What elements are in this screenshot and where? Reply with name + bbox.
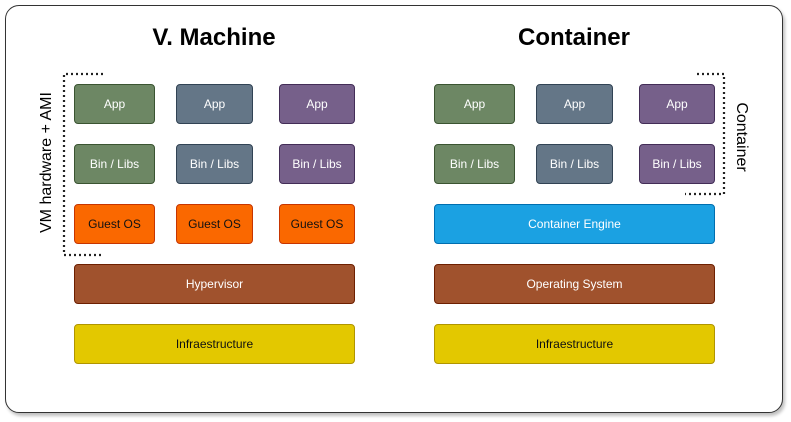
container-app-3: App [639,84,715,124]
container-title: Container [517,24,630,51]
vm-infrastructure: Infraestructure [74,324,355,364]
container-libs-1: Bin / Libs [434,144,515,184]
container-libs-2: Bin / Libs [536,144,613,184]
vm-guest-os-2: Guest OS [176,204,253,244]
vm-hypervisor: Hypervisor [74,264,355,304]
container-operating-system: Operating System [434,264,715,304]
container-engine: Container Engine [434,204,715,244]
container-app-1: App [434,84,515,124]
vm-app-3: App [279,84,355,124]
vm-app-2: App [176,84,253,124]
container-infrastructure: Infraestructure [434,324,715,364]
container-dotted-bracket [685,72,726,196]
vm-dotted-bracket [62,72,104,257]
vm-guest-os-3: Guest OS [279,204,355,244]
vm-libs-3: Bin / Libs [279,144,355,184]
vm-libs-1: Bin / Libs [74,144,155,184]
vm-guest-os-1: Guest OS [74,204,155,244]
container-libs-3: Bin / Libs [639,144,715,184]
vm-libs-2: Bin / Libs [176,144,253,184]
vm-app-1: App [74,84,155,124]
vm-title: V. Machine [152,24,276,51]
container-app-2: App [536,84,613,124]
